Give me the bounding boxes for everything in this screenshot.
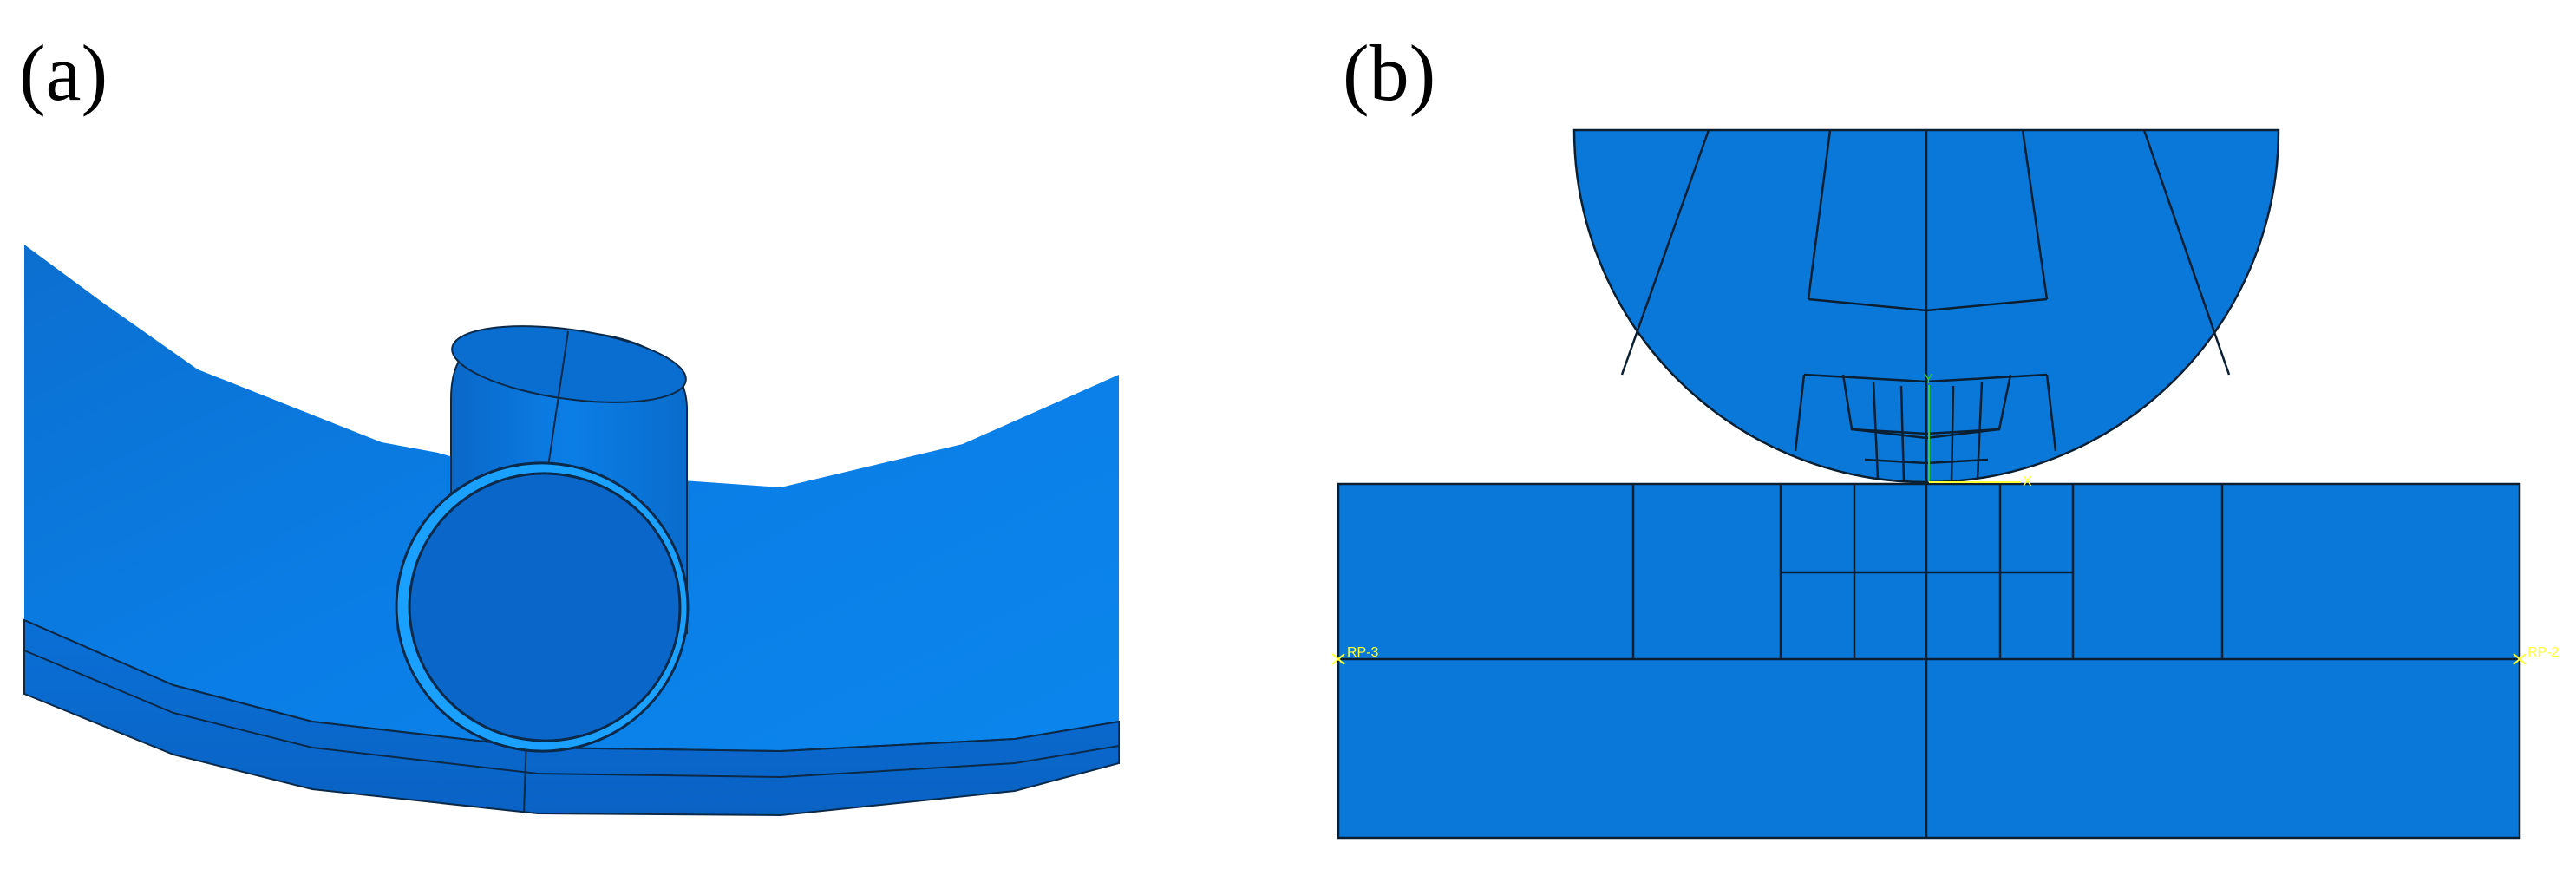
panel-b-label: (b) xyxy=(1343,29,1436,117)
indenter-partition xyxy=(2021,129,2049,300)
indenter-partition xyxy=(1807,129,1832,300)
indenter-partition xyxy=(1899,385,1906,483)
rp-left-marker: RP-3 xyxy=(1331,645,1379,665)
rp-right-label: RP-2 xyxy=(2527,645,2560,660)
ring-edge-line-2 xyxy=(23,650,1120,779)
base-block xyxy=(1337,482,2521,840)
cylinder-seam xyxy=(547,330,569,467)
panel-a-label: (a) xyxy=(19,29,108,117)
cylinder-top xyxy=(451,325,687,403)
indenter-partition xyxy=(2045,374,2057,452)
rp-left-label: RP-3 xyxy=(1347,645,1379,660)
indenter-partition xyxy=(1872,381,1880,480)
annotations: RP-3 RP-2 Y X xyxy=(1331,372,2560,665)
indenter-partition xyxy=(1803,373,2048,383)
axis-y-label: Y xyxy=(1924,372,1933,387)
indenter-partition xyxy=(1620,129,1710,376)
panel-a-model xyxy=(23,245,1120,817)
rp-right-marker: RP-2 xyxy=(2513,645,2560,665)
indenter-partition xyxy=(1841,374,2012,435)
indenter-partition xyxy=(1794,374,1806,452)
panel-b-mesh xyxy=(1337,128,2521,840)
axis-x-label: X xyxy=(2023,474,2032,489)
indenter-partition xyxy=(2142,129,2231,376)
axis-triad: Y X xyxy=(1924,372,2032,489)
indenter-partition xyxy=(1851,428,2000,440)
cylinder-end-face xyxy=(408,472,682,742)
indenter-partition xyxy=(1864,458,1989,465)
indenter-partition xyxy=(1808,297,2048,312)
indenter-partition xyxy=(1976,381,1984,480)
